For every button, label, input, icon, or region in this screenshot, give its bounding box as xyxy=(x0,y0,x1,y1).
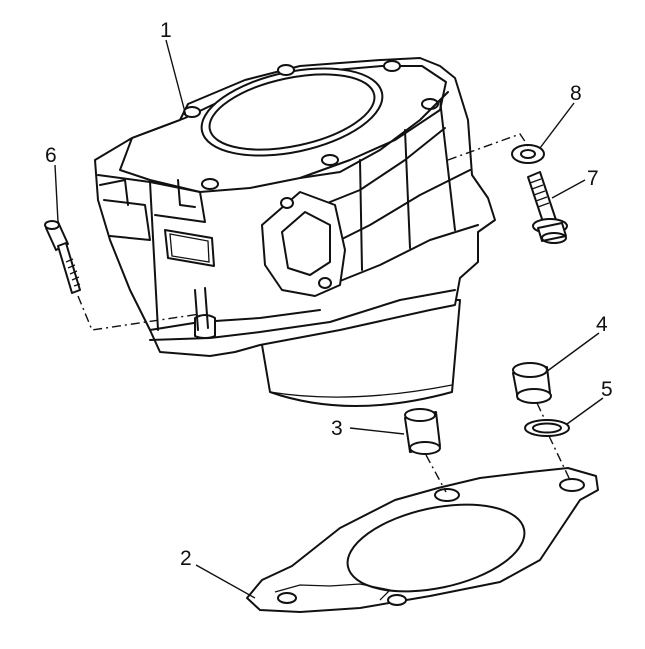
bolt-6 xyxy=(44,220,81,294)
bolt-7 xyxy=(527,171,568,244)
leader-lines xyxy=(54,39,604,599)
dowel-pin-3 xyxy=(404,408,441,455)
cylinder-gasket xyxy=(246,467,599,613)
callout-3: 3 xyxy=(331,417,343,440)
dowel-pin-4 xyxy=(512,362,552,404)
washer-8 xyxy=(511,144,545,164)
callout-2: 2 xyxy=(180,547,192,570)
o-ring-5 xyxy=(524,419,570,437)
callout-1: 1 xyxy=(160,19,172,42)
assembly-lines xyxy=(77,133,571,493)
callout-5: 5 xyxy=(601,378,613,401)
cylinder-block xyxy=(94,57,496,407)
callout-4: 4 xyxy=(596,313,608,336)
callout-labels: 1 2 3 4 5 6 7 8 xyxy=(45,19,613,570)
callout-6: 6 xyxy=(45,144,57,167)
callout-8: 8 xyxy=(570,82,582,105)
callout-7: 7 xyxy=(587,167,599,190)
